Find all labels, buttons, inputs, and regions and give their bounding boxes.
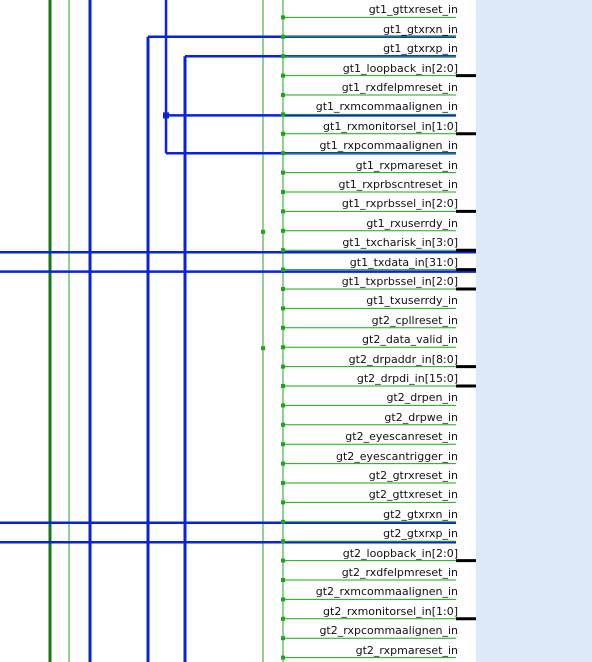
- pin-junction-dot: [281, 636, 285, 641]
- pin-junction-dot: [281, 558, 285, 563]
- pin-label: gt1_rxuserrdy_in: [366, 216, 458, 230]
- pin-junction-dot: [281, 442, 285, 447]
- pin-label: gt1_txuserrdy_in: [366, 294, 458, 308]
- pin-label: gt2_rxmonitorsel_in[1:0]: [323, 604, 458, 618]
- pin-junction-dot: [281, 190, 285, 194]
- pin-junction-dot: [281, 151, 285, 156]
- pin-junction-dot: [281, 54, 285, 59]
- pin-label: gt1_txprbssel_in[2:0]: [341, 275, 458, 288]
- pin-label: gt2_gtrxreset_in: [368, 469, 458, 482]
- pin-junction-dot: [281, 209, 285, 214]
- pin-label: gt1_gtxrxp_in: [383, 42, 458, 56]
- pin-label: gt1_rxmcommaalignen_in: [315, 100, 458, 114]
- pin-junction-dot: [281, 500, 285, 505]
- pin-label: gt2_drpaddr_in[8:0]: [348, 352, 458, 366]
- pin-label: gt2_eyescantrigger_in: [335, 449, 458, 463]
- pin-junction-dot: [281, 481, 285, 485]
- pin-label: gt1_txdata_in[31:0]: [349, 255, 458, 269]
- pin-junction-dot: [281, 93, 285, 97]
- pin-junction-dot: [281, 287, 285, 291]
- pin-junction-dot: [281, 131, 285, 136]
- pin-junction-dot: [281, 655, 285, 660]
- pin-label: gt2_gttxreset_in: [368, 488, 458, 502]
- net-junction-dot: [261, 229, 265, 234]
- pin-junction-dot: [281, 267, 285, 272]
- pin-junction-dot: [281, 578, 285, 582]
- pin-label: gt2_drpdi_in[15:0]: [356, 372, 458, 385]
- pin-label: gt2_eyescanreset_in: [345, 430, 458, 444]
- pin-junction-dot: [281, 15, 285, 20]
- block-body-panel: [476, 0, 592, 662]
- net-junction-dot: [163, 112, 169, 119]
- pin-label: gt2_gtxrxn_in: [383, 507, 458, 521]
- pin-junction-dot: [281, 306, 285, 311]
- pin-junction-dot: [281, 325, 285, 330]
- pin-stub-layer: [281, 15, 476, 660]
- pin-junction-dot: [281, 616, 285, 621]
- pin-label: gt2_gtxrxp_in: [383, 527, 458, 541]
- pin-junction-dot: [281, 34, 285, 39]
- pin-label: gt2_loopback_in[2:0]: [342, 546, 458, 560]
- pin-label: gt2_drpwe_in: [384, 410, 458, 424]
- pin-label: gt1_rxpcommaalignen_in: [319, 139, 458, 153]
- pin-junction-dot: [281, 403, 285, 408]
- pin-label: gt2_drpen_in: [386, 391, 458, 405]
- pin-junction-dot: [281, 73, 285, 78]
- pin-junction-dot: [281, 461, 285, 466]
- pin-junction-dot: [281, 364, 285, 369]
- pin-label: gt2_cpllreset_in: [371, 313, 458, 327]
- pin-label: gt1_rxprbscntreset_in: [338, 178, 458, 191]
- pin-label: gt1_txcharisk_in[3:0]: [342, 236, 458, 250]
- pin-label: gt2_rxmcommaalignen_in: [315, 585, 458, 599]
- pin-label: gt1_rxmonitorsel_in[1:0]: [323, 119, 458, 133]
- pin-label: gt1_rxprbssel_in[2:0]: [341, 197, 458, 211]
- pin-junction-dot: [281, 170, 285, 175]
- pin-label: gt1_gttxreset_in: [368, 3, 458, 17]
- pin-junction-dot: [281, 422, 285, 427]
- pin-junction-dot: [281, 248, 285, 253]
- pin-label: gt2_data_valid_in: [362, 333, 458, 347]
- pin-junction-dot: [281, 384, 285, 388]
- pin-label: gt2_rxpmareset_in: [355, 643, 458, 657]
- pin-label: gt2_rxdfelpmreset_in: [341, 566, 458, 579]
- pin-label: gt1_rxdfelpmreset_in: [341, 81, 458, 94]
- pin-junction-dot: [281, 345, 285, 350]
- pin-label: gt2_rxpcommaalignen_in: [319, 624, 458, 638]
- pin-junction-dot: [281, 539, 285, 544]
- pin-label: gt1_loopback_in[2:0]: [342, 61, 458, 75]
- wire-layer: [0, 0, 476, 662]
- pin-label: gt1_rxpmareset_in: [355, 158, 458, 172]
- pin-junction-dot: [281, 597, 285, 602]
- pin-label: gt1_gtxrxn_in: [383, 22, 458, 36]
- pin-junction-dot: [281, 112, 285, 117]
- pin-junction-dot: [281, 228, 285, 233]
- pin-junction-dot: [281, 519, 285, 524]
- net-junction-dot: [261, 346, 265, 351]
